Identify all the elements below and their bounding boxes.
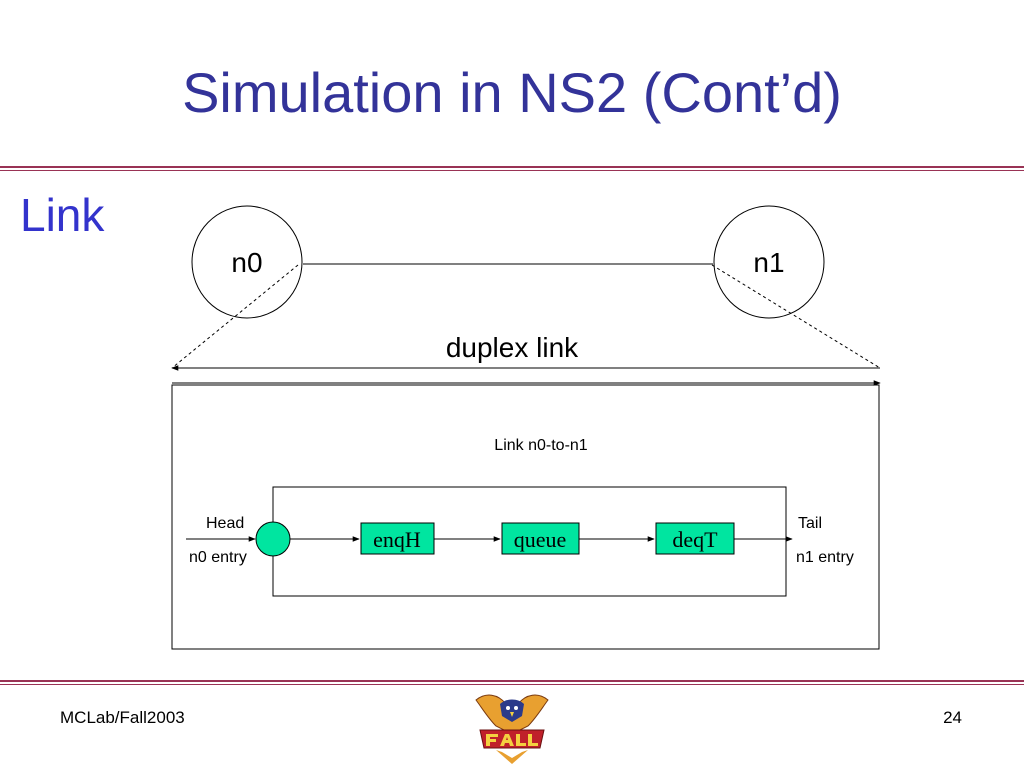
tail-label: Tail [798, 515, 822, 532]
outer-link-box [171, 384, 880, 650]
queue-label: queue [514, 527, 567, 552]
bottom-divider [0, 680, 1024, 685]
top-divider [0, 166, 1024, 171]
enqh-label: enqH [373, 527, 421, 552]
projection-right [711, 264, 881, 369]
tail-entry-label: n1 entry [796, 549, 854, 566]
node-n1 [713, 205, 825, 319]
bullet-link: Link [20, 189, 105, 241]
head-label: Head [206, 515, 244, 532]
eagle-logo-icon [475, 694, 549, 764]
node-n0-label: n0 [231, 247, 262, 278]
deqt-label: deqT [672, 527, 718, 552]
page-number: 24 [943, 708, 962, 727]
deqt-box [655, 522, 735, 555]
duplex-link-label: duplex link [446, 332, 579, 363]
enqh-box [360, 522, 435, 555]
head-entry-node [255, 521, 291, 557]
inner-title: Link n0-to-n1 [494, 437, 587, 454]
node-n0 [191, 205, 303, 319]
node-n1-label: n1 [753, 247, 784, 278]
footer-course: MCLab/Fall2003 [60, 708, 185, 727]
head-entry-label: n0 entry [189, 549, 247, 566]
slide-title: Simulation in NS2 (Cont’d) [182, 61, 842, 124]
